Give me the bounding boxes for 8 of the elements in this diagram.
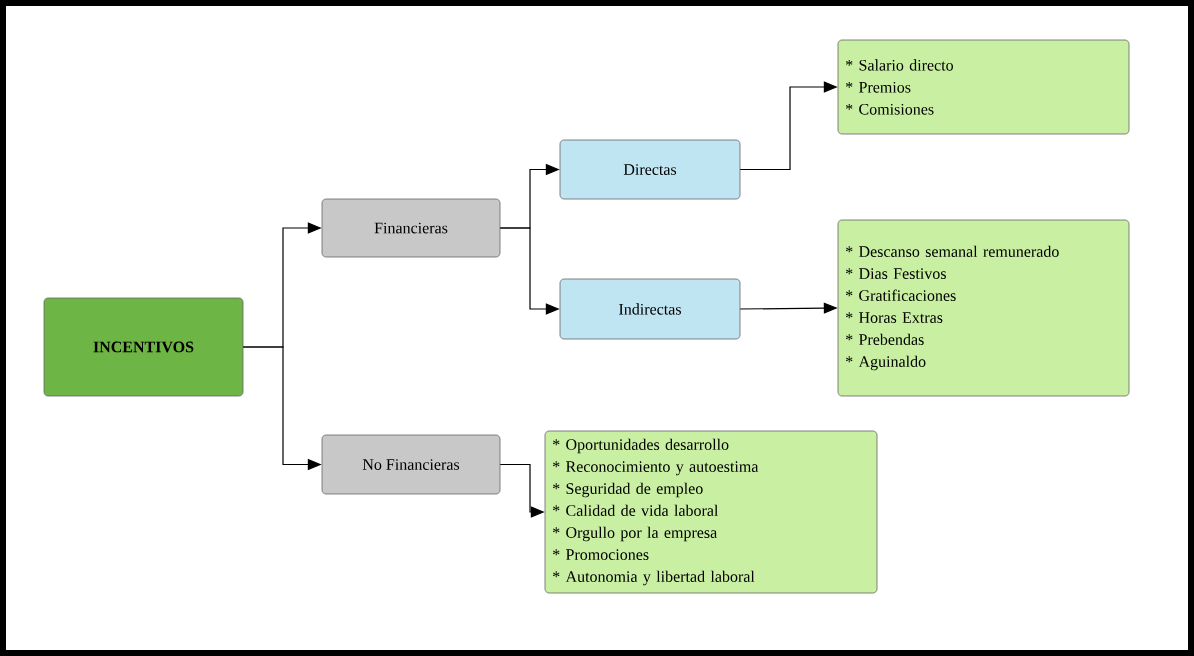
list-box: * Descanso semanal remunerado * Dias Festivos * Gratificaciones * Horas Extras * Prebendas * Aguinaldo (837, 219, 1130, 397)
category-box: Indirectas (559, 278, 741, 340)
category-box: Financieras (321, 198, 501, 258)
category-box: Directas (559, 139, 741, 200)
list-box: * Oportunidades desarrollo * Reconocimiento y autoestima * Seguridad de empleo * Calidad de vida laboral * Orgullo por la empresa * Promociones * Autonomia y libertad laboral (544, 430, 878, 594)
root-box: INCENTIVOS (43, 297, 244, 397)
category-box: No Financieras (321, 434, 501, 495)
list-box: * Salario directo * Premios * Comisiones (837, 39, 1130, 135)
